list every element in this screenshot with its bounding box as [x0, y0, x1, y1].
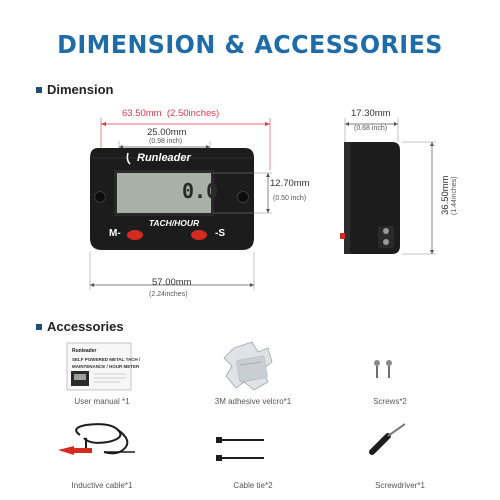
caption-screws: Screws*2: [373, 397, 407, 406]
manual-brand: Runleader: [72, 348, 97, 354]
velcro-image: [223, 341, 273, 391]
screen-height-mm: 12.70mm: [270, 178, 310, 189]
dimension-heading: Dimension: [36, 82, 113, 97]
body-width-dimension: [89, 252, 255, 290]
screws-image: [374, 360, 392, 378]
caption-inductive-cable: Inductive cable*1: [71, 481, 133, 490]
page-title: DIMENSION & ACCESSORIES: [57, 30, 443, 59]
caption-cable-ties: Cable tie*2: [233, 481, 273, 490]
body-width-in: (2.24inches): [149, 291, 188, 298]
depth-mm: 17.30mm: [351, 108, 391, 119]
manual-line-1: SELF POWERED METAL TACH /: [72, 357, 141, 362]
screen-width-mm: 25.00mm: [147, 127, 187, 138]
device-front-view: [90, 148, 254, 250]
device-side-view: [340, 118, 436, 255]
accessories-drawing: [58, 341, 406, 461]
user-manual-image: [66, 342, 132, 391]
right-button-label: -S: [215, 228, 225, 239]
inductive-cable-image: [58, 423, 135, 455]
screen-height-in: (0.50 inch): [273, 195, 307, 202]
screwdriver-image: [369, 423, 406, 455]
height-mm: 36.50mm: [440, 175, 451, 215]
height-in: (1.44inches): [451, 176, 458, 215]
accessories-heading: Accessories: [36, 319, 124, 334]
caption-screwdriver: Screwdriver*1: [375, 481, 425, 490]
height-label: 36.50mm (1.44inches): [440, 135, 458, 215]
lcd-display-value: 0.0: [182, 179, 219, 203]
device-mode-label: TACH/HOUR: [148, 218, 200, 228]
dimension-heading-label: Dimension: [47, 82, 114, 97]
device-brand: Runleader: [137, 152, 191, 164]
overall-width-dimension: [100, 118, 271, 170]
bullet-icon: [36, 86, 42, 93]
bullet-icon: [36, 323, 42, 330]
overall-width-label: 63.50mm (2.50inches): [122, 108, 219, 119]
depth-in: (0.68 inch): [354, 125, 388, 132]
overall-width-in: (2.50inches): [166, 108, 220, 119]
dimension-drawing: [89, 118, 436, 290]
caption-user-manual: User manual *1: [74, 397, 130, 406]
overall-width-mm: 63.50mm: [122, 108, 162, 119]
body-width-mm: 57.00mm: [152, 277, 192, 288]
left-button-label: M-: [109, 228, 121, 239]
screen-width-in: (0.98 inch): [149, 138, 183, 145]
caption-velcro: 3M adhesive velcro*1: [214, 397, 292, 406]
screen-height-dimension: [213, 172, 272, 214]
accessories-heading-label: Accessories: [47, 319, 124, 334]
cable-ties-image: [216, 437, 264, 461]
manual-line-2: MAINTENANCE / HOUR METER: [72, 364, 140, 369]
